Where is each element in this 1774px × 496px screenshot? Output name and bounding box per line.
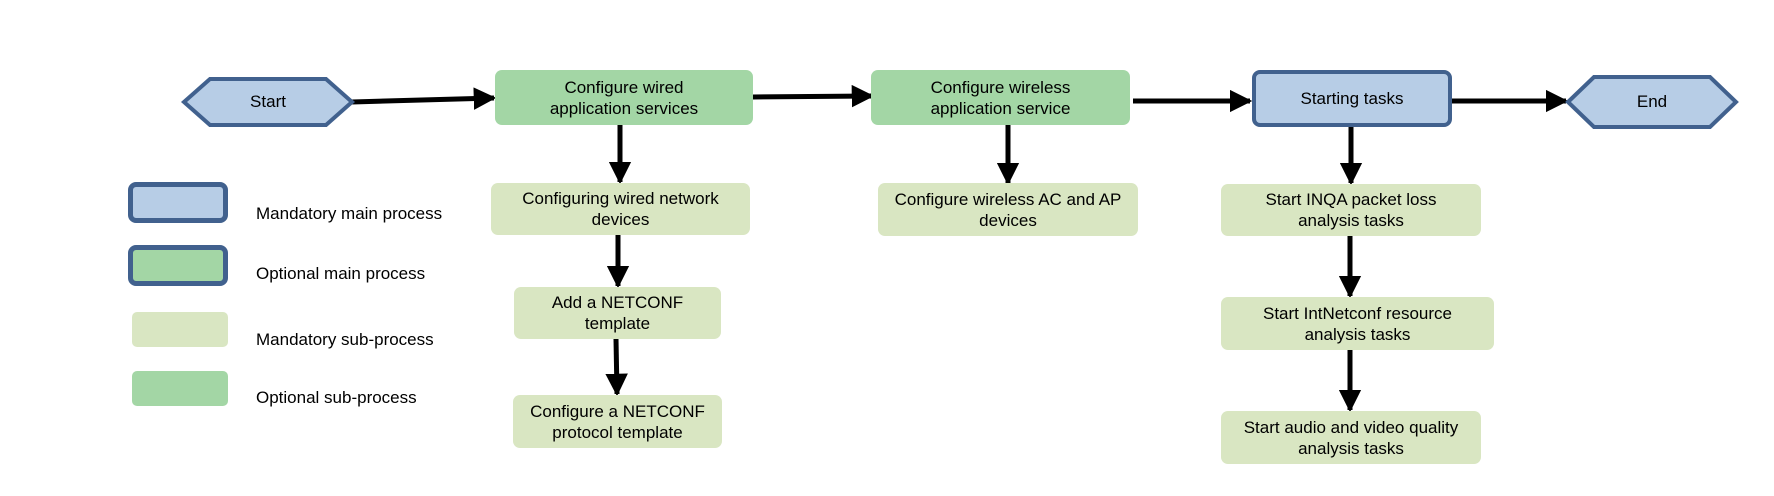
legend-mandatory-main-swatch	[128, 182, 228, 223]
start-intnetconf-tasks-node: Start IntNetconf resource analysis tasks	[1221, 297, 1494, 350]
start-terminal	[180, 77, 356, 127]
legend-optional-main-swatch	[128, 245, 228, 286]
legend-mandatory-main-label: Mandatory main process	[256, 204, 443, 223]
configure-wired-services-node: Configure wired application services	[495, 70, 753, 125]
legend-optional-main-label: Optional main process	[256, 264, 426, 283]
configure-wireless-service-node: Configure wireless application service	[871, 70, 1130, 125]
configure-wireless-devices-node: Configure wireless AC and AP devices	[878, 183, 1138, 236]
legend-mandatory-sub-label: Mandatory sub-process	[256, 330, 434, 349]
start-label: Start	[250, 92, 286, 111]
arrow-netconf-add-to-protocol	[605, 338, 628, 397]
end-terminal	[1565, 75, 1739, 129]
configuring-wired-devices-node: Configuring wired network devices	[491, 183, 750, 235]
legend-mandatory-sub-swatch	[132, 312, 228, 347]
legend-optional-sub-label: Optional sub-process	[256, 388, 417, 407]
configure-netconf-protocol-node: Configure a NETCONF protocol template	[513, 395, 722, 448]
start-av-quality-tasks-node: Start audio and video quality analysis t…	[1221, 411, 1481, 464]
start-inqa-tasks-node: Start INQA packet loss analysis tasks	[1221, 184, 1481, 236]
arrow-wired-to-wireless	[752, 84, 875, 108]
starting-tasks-node: Starting tasks	[1252, 70, 1452, 127]
add-netconf-template-node: Add a NETCONF template	[514, 287, 721, 339]
legend-optional-sub-swatch	[132, 371, 228, 406]
arrow-start-to-wired	[351, 87, 497, 110]
end-label: End	[1636, 92, 1668, 111]
